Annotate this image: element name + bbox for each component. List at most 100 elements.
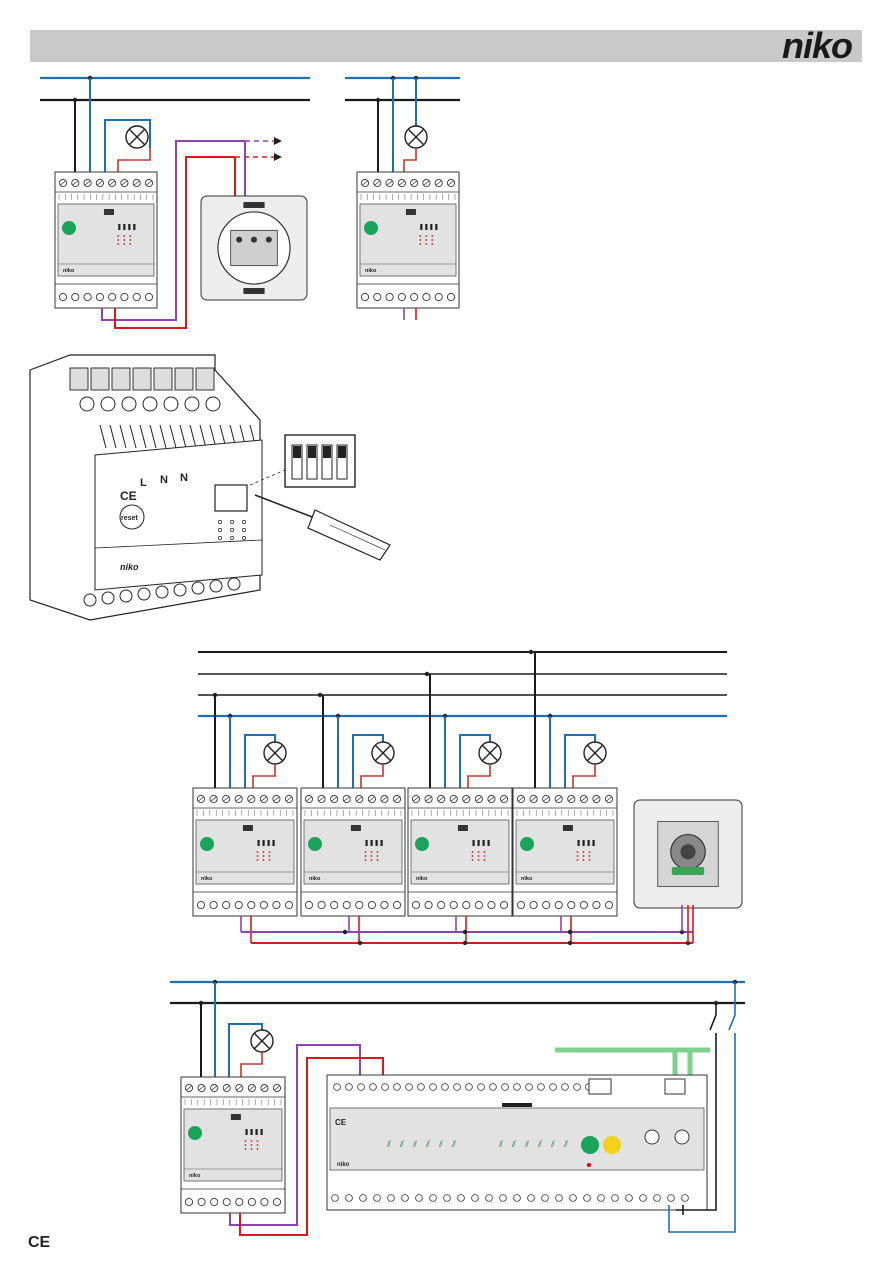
switch-block — [350, 825, 361, 831]
zoom-terminal-screw — [79, 396, 95, 412]
terminal-slot — [274, 1085, 280, 1091]
terminal-screw — [359, 1194, 367, 1202]
terminal-screw — [639, 1194, 647, 1202]
indicator — [471, 851, 474, 853]
zoom-label-n: N — [160, 474, 168, 486]
dip-switch-lever — [293, 446, 301, 458]
channel-symbol: ⫽ — [511, 1140, 516, 1150]
terminal-screw — [443, 1194, 451, 1202]
terminal-slot — [273, 796, 280, 802]
junction-dot — [567, 929, 573, 935]
screwdriver-groove — [329, 524, 386, 551]
zoom-module-illustration — [29, 354, 391, 621]
wire — [240, 1052, 263, 1080]
junction-dot — [357, 940, 363, 946]
terminal-screw — [405, 1083, 413, 1091]
zoom-bottom-screw — [83, 593, 97, 607]
terminal-screw — [247, 900, 256, 910]
rotary-control-mechanism — [633, 799, 743, 909]
dimmer-module — [180, 1076, 286, 1214]
zoom-terminal-screw — [184, 396, 200, 412]
indicator — [256, 855, 259, 857]
terminal-screw — [554, 900, 563, 910]
switch-block — [103, 209, 114, 215]
dimmer-module — [192, 787, 298, 917]
arrow-head — [274, 153, 282, 161]
zoom-divider — [94, 539, 263, 549]
terminal-screw — [525, 1083, 533, 1091]
terminal-slot — [356, 796, 363, 802]
terminal-slot — [146, 180, 152, 186]
terminal-screw — [592, 900, 601, 910]
lamp-icon — [263, 741, 287, 765]
arrow-head — [274, 137, 282, 145]
terminal-slot — [261, 1085, 268, 1091]
terminal-screw — [422, 292, 431, 302]
callout-leader — [249, 469, 286, 486]
terminal-slot — [411, 180, 417, 186]
terminal-slot — [362, 180, 368, 186]
indicator — [123, 235, 126, 237]
lamp-icon — [583, 741, 607, 765]
controller-slot — [502, 1103, 532, 1107]
terminal-slot — [306, 796, 312, 802]
lamp-cross — [266, 744, 284, 762]
header-bar: niko — [30, 28, 862, 64]
controller-knob — [644, 1129, 660, 1145]
indicator — [588, 851, 591, 853]
dip-switch — [245, 1129, 248, 1135]
module-brand: niko — [365, 268, 377, 274]
dimmer-module — [54, 171, 158, 309]
terminal-slot — [568, 796, 575, 802]
terminal-slot — [555, 796, 562, 802]
zoom-vent — [139, 424, 147, 449]
terminal-screw — [411, 900, 421, 910]
indicator — [250, 1140, 253, 1142]
dip-switch — [592, 840, 595, 846]
indicator — [588, 855, 591, 857]
dip-switch-slot — [306, 444, 318, 480]
indicator — [483, 851, 486, 853]
mechanism-core — [230, 229, 278, 267]
terminal-screw — [209, 900, 218, 910]
terminal-screw — [397, 292, 406, 302]
terminal-slot — [530, 796, 537, 802]
terminal-screw — [360, 292, 370, 302]
dip-switch — [425, 224, 428, 230]
zoom-terminal-block — [195, 367, 215, 391]
indicator — [576, 851, 579, 853]
terminal-screw — [345, 1194, 353, 1202]
junction-dot — [528, 649, 534, 655]
terminal-screw — [457, 1194, 465, 1202]
terminal-screw — [342, 900, 351, 910]
indicator — [576, 859, 579, 861]
dip-switch — [420, 224, 423, 230]
indicator — [364, 859, 367, 861]
indicator — [117, 235, 120, 237]
indicator — [471, 859, 474, 861]
green-connector — [671, 866, 705, 875]
indicator — [370, 855, 373, 857]
zoom-bottom-screw — [209, 579, 223, 593]
terminal-slot — [463, 796, 470, 802]
terminal-screw — [653, 1194, 661, 1202]
terminal-screw — [132, 292, 141, 302]
channel-symbol: ⫽ — [386, 1140, 391, 1150]
terminal-screw — [272, 1197, 282, 1207]
terminal-slot — [210, 796, 217, 802]
terminal-slot — [394, 796, 400, 802]
terminal-slot — [518, 796, 524, 802]
channel-symbol: ⫽ — [438, 1140, 443, 1150]
terminal-screw — [333, 1083, 341, 1091]
terminal-screw — [373, 1194, 381, 1202]
indicator — [364, 851, 367, 853]
junction-dot — [342, 929, 348, 935]
terminal-screw — [222, 1197, 231, 1207]
terminal-slot — [211, 1085, 217, 1091]
channel-symbol: ⫽ — [550, 1140, 555, 1150]
terminal-screw — [453, 1083, 461, 1091]
terminal-screw — [387, 1194, 395, 1202]
terminal-slot — [121, 180, 128, 186]
module-brand: niko — [189, 1173, 201, 1179]
terminal-slot — [235, 796, 242, 802]
